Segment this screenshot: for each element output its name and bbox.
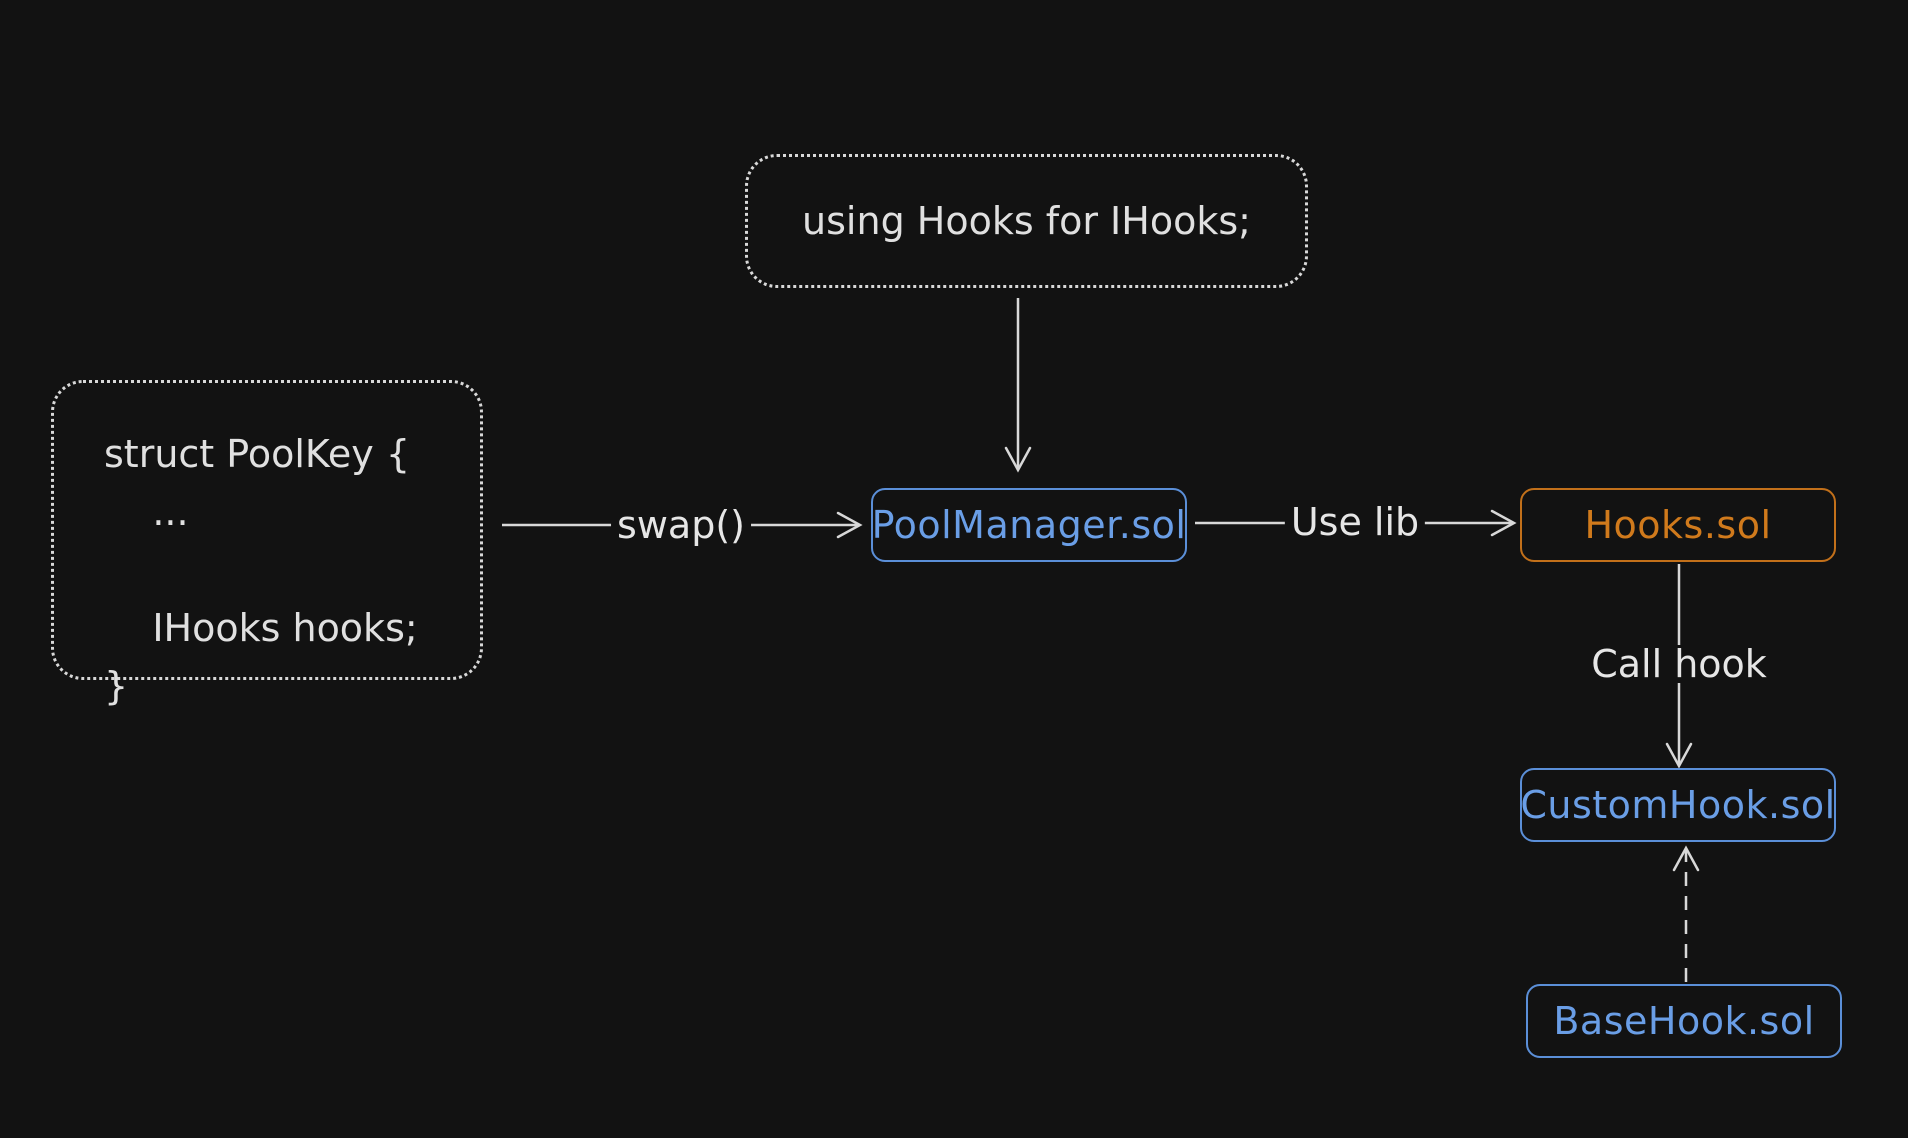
hooks-lib-node[interactable]: Hooks.sol [1520,488,1836,562]
call-hook-edge-label: Call hook [1585,645,1773,683]
struct-line [104,541,418,599]
poolkey-struct-code: struct PoolKey { ... IHooks hooks; } [104,425,418,715]
hooks-lib-label: Hooks.sol [1584,503,1772,547]
struct-line: ... [104,490,189,534]
swap-edge-label: swap() [611,506,751,544]
poolkey-struct-box: struct PoolKey { ... IHooks hooks; } [51,380,483,708]
basehook-node[interactable]: BaseHook.sol [1526,984,1842,1058]
struct-line: struct PoolKey { [104,432,411,476]
using-directive-label: using Hooks for IHooks; [802,199,1251,243]
basehook-label: BaseHook.sol [1553,999,1815,1043]
struct-line: IHooks hooks; [104,606,418,650]
using-directive-box: using Hooks for IHooks; [745,154,1308,288]
struct-line: } [104,664,129,708]
poolmanager-node[interactable]: PoolManager.sol [871,488,1187,562]
use-lib-edge-label: Use lib [1284,503,1426,541]
customhook-label: CustomHook.sol [1520,783,1836,827]
customhook-node[interactable]: CustomHook.sol [1520,768,1836,842]
poolmanager-label: PoolManager.sol [871,503,1187,547]
